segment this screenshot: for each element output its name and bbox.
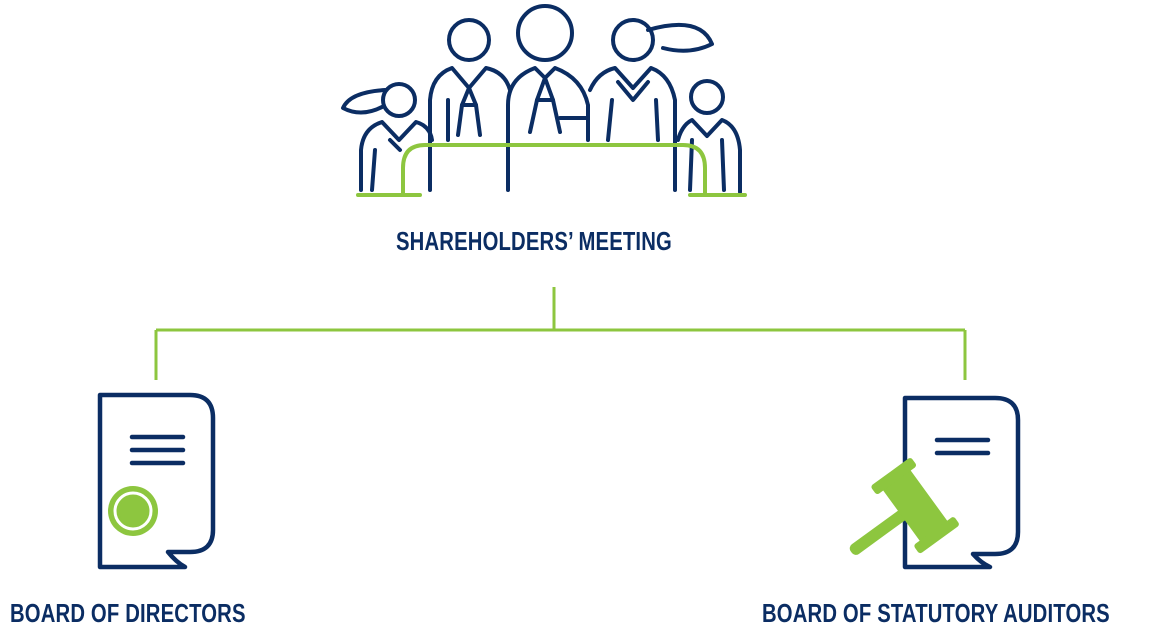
connector-lines	[154, 287, 967, 380]
document-with-gavel-icon	[849, 395, 1021, 570]
shareholders-meeting-label: SHAREHOLDERS’ MEETING	[396, 226, 672, 256]
gavel-icon	[849, 458, 959, 555]
seal-icon	[108, 486, 158, 536]
document-with-seal-icon	[97, 392, 216, 570]
meeting-table-icon	[356, 143, 747, 197]
board-of-directors-label: BOARD OF DIRECTORS	[10, 598, 246, 628]
people-group-at-table-icon	[341, 4, 742, 194]
board-of-statutory-auditors-label: BOARD OF STATUTORY AUDITORS	[762, 598, 1110, 628]
